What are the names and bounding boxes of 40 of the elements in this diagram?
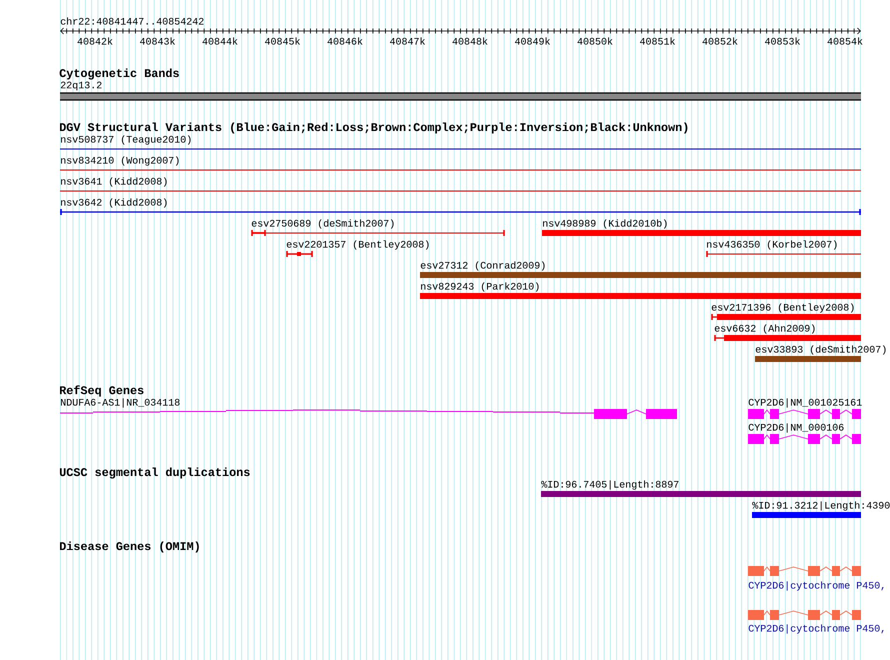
variant-label: nsv3641 (Kidd2008) (61, 177, 167, 187)
variant-label: nsv508737 (Teague2010) (61, 135, 191, 145)
variant-label: esv2171396 (Bentley2008) (712, 303, 854, 313)
variant-label: nsv3642 (Kidd2008) (61, 198, 167, 208)
gene-link: CYP2D6|cytochrome P450, (748, 624, 884, 634)
variant-label: nsv436350 (Korbel2007) (707, 240, 837, 250)
track-title: RefSeq Genes (60, 385, 144, 397)
gene-link: CYP2D6|cytochrome P450, (748, 581, 884, 591)
variant-label: esv2201357 (Bentley2008) (286, 240, 429, 250)
track-title: Cytogenetic Bands (60, 68, 179, 80)
tick-label: 40845k (265, 37, 300, 45)
tick-label: 40848k (452, 37, 488, 45)
tick-label: 40851k (640, 37, 675, 45)
track-title: Disease Genes (OMIM) (60, 542, 199, 552)
variant-label: nsv834210 (Wong2007) (61, 156, 179, 166)
band-label: 22q13.2 (60, 82, 102, 90)
track-title: UCSC segmental duplications (60, 467, 250, 479)
tick-label: 40853k (765, 37, 800, 45)
gene-label: CYP2D6|NM_001025161 (748, 398, 862, 408)
tick-label: 40847k (390, 37, 425, 45)
tick-label: 40849k (515, 37, 550, 45)
tick-label: 40850k (578, 37, 612, 45)
variant-label: esv27312 (Conrad2009) (420, 261, 545, 271)
variant-label: esv2750689 (deSmith2007) (252, 219, 394, 229)
variant-label: nsv829243 (Park2010) (421, 282, 539, 292)
tick-label: 40844k (202, 37, 238, 45)
tick-label: 40854k (828, 37, 862, 45)
gene-label: CYP2D6|NM_000106 (748, 423, 844, 433)
tick-label: 40846k (328, 37, 362, 45)
coordinate-label: chr22:40841447..40854242 (60, 17, 204, 25)
duplication-label: %ID:91.3212|Length:4390 (752, 501, 890, 511)
variant-label: nsv498989 (Kidd2010b) (543, 219, 667, 229)
variant-label: esv6632 (Ahn2009) (714, 324, 815, 334)
duplication-label: %ID:96.7405|Length:8897 (541, 480, 678, 490)
tick-label: 40843k (140, 37, 175, 45)
gene-label: NDUFA6-AS1|NR_034118 (61, 398, 180, 408)
track-title: DGV Structural Variants (Blue:Gain;Red:Loss;Brown:Complex;Purple:Inversion;Black:Unknown) (60, 122, 688, 134)
tick-label: 40852k (702, 37, 738, 45)
tick-label: 40842k (78, 37, 112, 45)
variant-label: esv33893 (deSmith2007) (756, 345, 886, 355)
